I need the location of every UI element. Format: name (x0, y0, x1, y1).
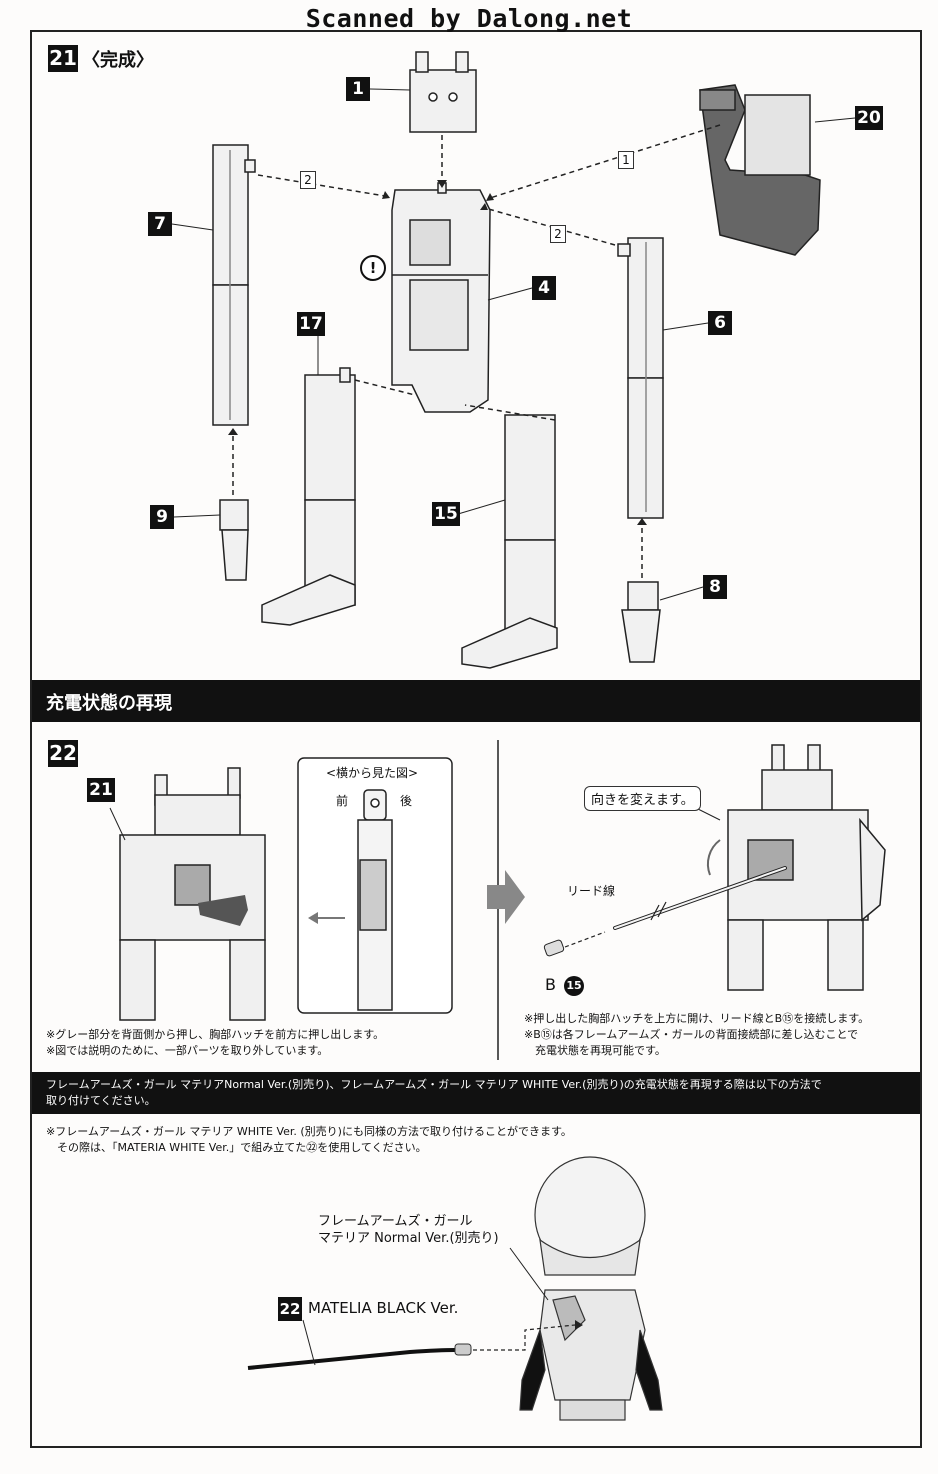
part-label-4: 4 (532, 276, 556, 300)
part-label-7: 7 (148, 212, 172, 236)
note-left-1: ※グレー部分を背面側から押し、胸部ハッチを前方に押し出します。 (46, 1028, 385, 1041)
step-21-badge: 21 (48, 45, 78, 72)
figure-label: フレームアームズ・ガール マテリア Normal Ver.(別売り) (318, 1213, 499, 1247)
side-view-title: <横から見た図> (326, 766, 419, 780)
note-right-1: ※押し出した胸部ハッチを上方に開け、リード線とB⑮を接続します。 (524, 1012, 870, 1025)
page-frame (30, 30, 922, 1448)
info-bar: フレームアームズ・ガール マテリアNormal Ver.(別売り)、フレームアー… (32, 1072, 920, 1114)
part-1-drawing (409, 51, 477, 133)
info-notes: ※フレームアームズ・ガール マテリア WHITE Ver. (別売り)にも同様の… (46, 1124, 906, 1156)
scan-credit: Scanned by Dalong.net (305, 4, 633, 33)
order-mark-2-left: 2 (300, 171, 316, 189)
part-label-9: 9 (150, 505, 174, 529)
notes-right: ※押し出した胸部ハッチを上方に開け、リード線とB⑮を接続します。 ※B⑮は各フレ… (524, 1011, 914, 1059)
figure-label-line-2: マテリア Normal Ver.(別売り) (318, 1231, 499, 1246)
part-8-drawing (621, 581, 661, 663)
side-view-back: 後 (400, 794, 413, 808)
bottom-badge-22: 22 (278, 1297, 302, 1321)
part-20-drawing (699, 84, 821, 256)
note-right-2: ※B⑮は各フレームアームズ・ガールの背面接続部に差し込むことで (524, 1028, 859, 1041)
info-note-1: ※フレームアームズ・ガール マテリア WHITE Ver. (別売り)にも同様の… (46, 1125, 572, 1138)
info-note-2: その際は、「MATERIA WHITE Ver.」で組み立てた㉒を使用してくださ… (46, 1141, 427, 1154)
part-17-drawing (261, 367, 356, 626)
part-label-15: 15 (432, 502, 460, 526)
note-left-2: ※図では説明のために、一部パーツを取り外しています。 (46, 1044, 329, 1057)
part-label-20: 20 (855, 106, 883, 130)
b-part-circle: 15 (564, 976, 584, 996)
info-bar-line-2: 取り付けてください。 (46, 1094, 156, 1107)
order-mark-2-right: 2 (550, 225, 566, 243)
rotate-callout: 向きを変えます。 (584, 786, 701, 811)
figure-drawing (519, 1156, 663, 1421)
part-9-drawing (219, 499, 249, 581)
notes-left: ※グレー部分を背面側から押し、胸部ハッチを前方に押し出します。 ※図では説明のた… (46, 1027, 486, 1059)
caution-icon: ! (360, 255, 386, 281)
part-15-drawing (461, 414, 558, 669)
part-label-17: 17 (297, 312, 325, 336)
part-label-8: 8 (703, 575, 727, 599)
lead-wire-label: リード線 (567, 884, 616, 898)
section-title: 充電状態の再現 (46, 693, 172, 714)
product-label: MATELIA BLACK Ver. (308, 1299, 459, 1317)
step-21-title: 〈完成〉 (82, 50, 154, 71)
side-view-front: 前 (336, 794, 349, 808)
part-label-21: 21 (87, 778, 115, 802)
part-7-drawing (212, 144, 256, 426)
figure-label-line-1: フレームアームズ・ガール (318, 1214, 473, 1229)
part-label-6: 6 (708, 311, 732, 335)
section-bar: 充電状態の再現 (32, 680, 920, 722)
order-mark-1: 1 (618, 151, 634, 169)
note-right-3: 充電状態を再現可能です。 (524, 1044, 666, 1057)
part-6-drawing (617, 237, 664, 519)
part-label-1: 1 (346, 77, 370, 101)
step-22-badge: 22 (48, 740, 78, 767)
info-bar-line-1: フレームアームズ・ガール マテリアNormal Ver.(別売り)、フレームアー… (46, 1078, 822, 1091)
b-label: B (545, 975, 556, 994)
part-4-drawing (391, 182, 491, 413)
